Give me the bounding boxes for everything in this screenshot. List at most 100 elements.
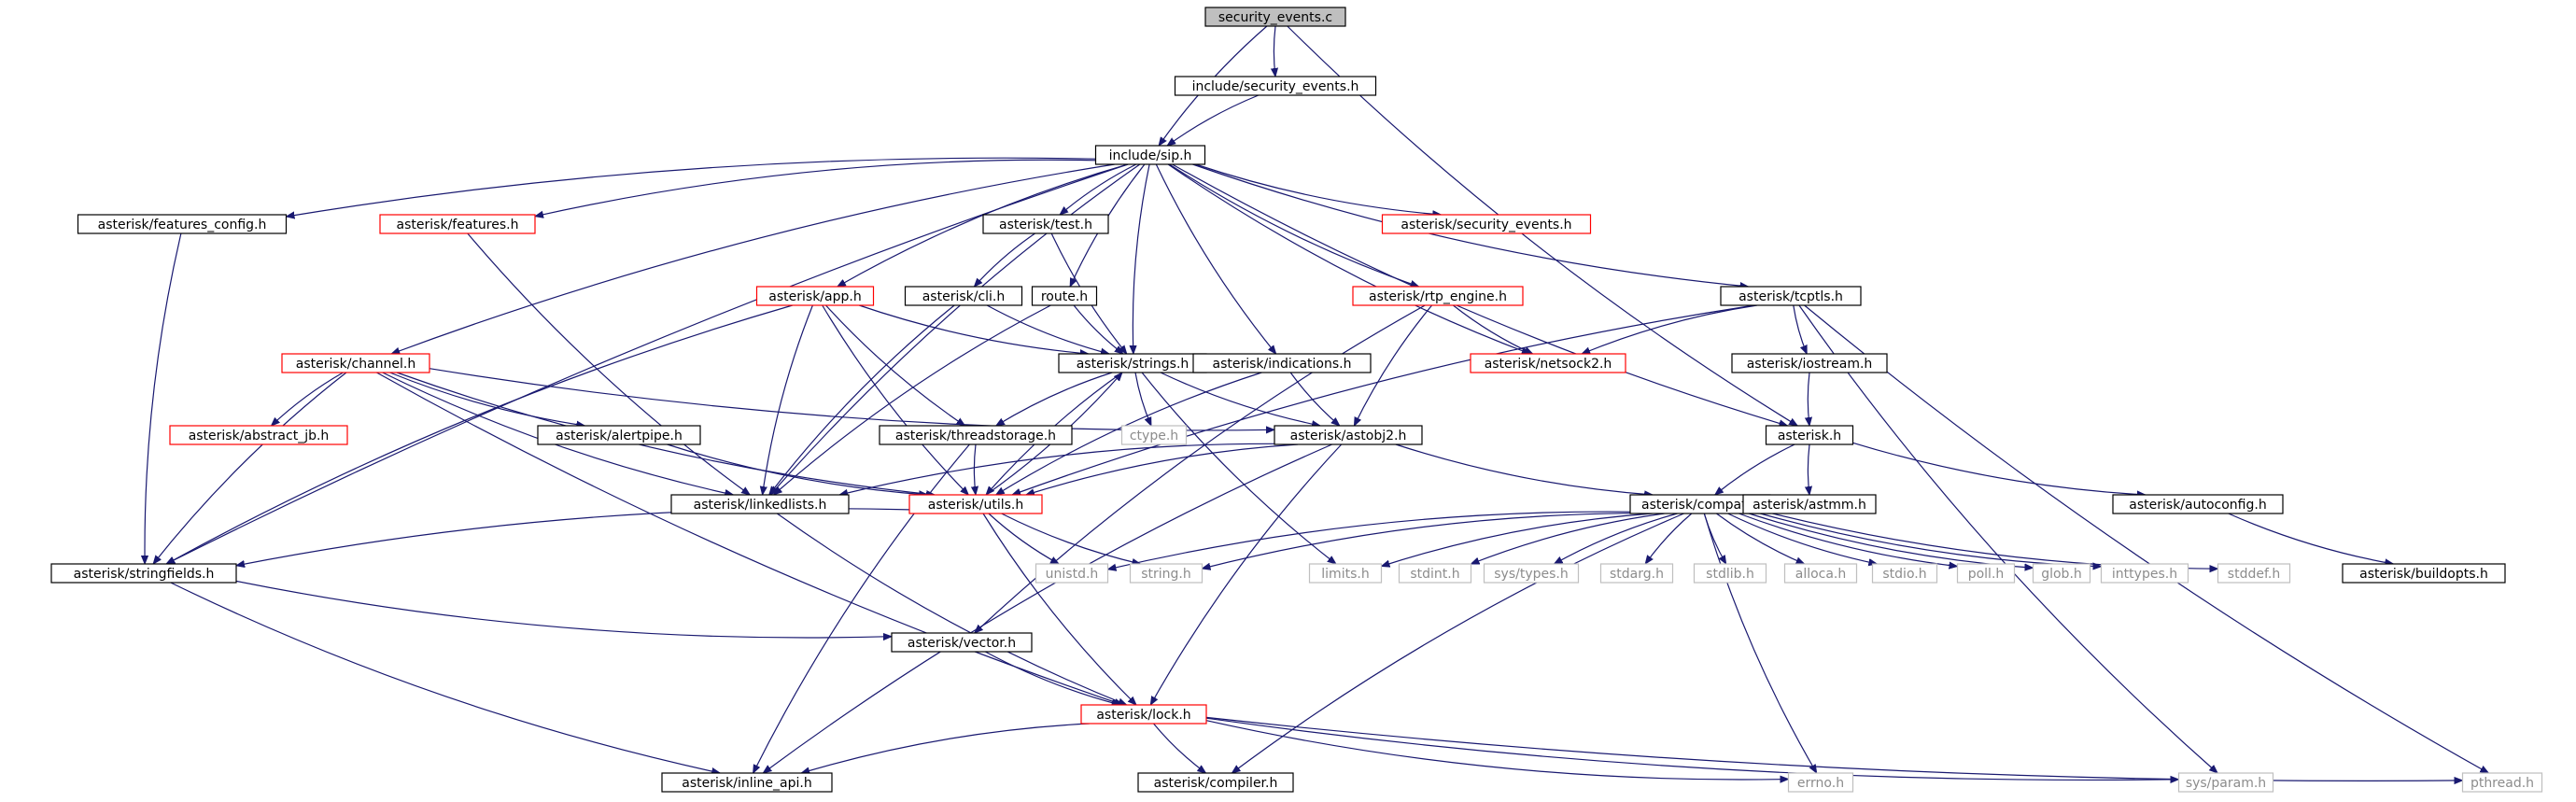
node-label: stdlib.h — [1706, 567, 1754, 582]
edge-utils_h-to-lock_h — [982, 513, 1136, 705]
node-rtp_engine_h[interactable]: asterisk/rtp_engine.h — [1352, 286, 1524, 306]
node-label: asterisk/app.h — [768, 289, 861, 304]
node-box — [1956, 563, 2016, 584]
node-box — [1381, 214, 1592, 234]
node-box — [1871, 563, 1938, 584]
node-route_h[interactable]: route.h — [1031, 286, 1098, 306]
node-string_h: string.h — [1129, 563, 1204, 584]
edge-app_h-to-stringfields_h — [166, 304, 793, 564]
edge-astobj2_h-to-lock_h — [1150, 443, 1343, 705]
edge-lock_h-to-compiler_h — [1153, 723, 1206, 773]
edge-asterisk_h-to-astmm_h — [1808, 443, 1809, 495]
node-box — [1308, 563, 1383, 584]
edge-include_sip_h-to-tcptls_h — [1192, 163, 1748, 287]
node-box — [2100, 563, 2189, 584]
node-features_h[interactable]: asterisk/features.h — [379, 214, 536, 234]
node-stringfields_h[interactable]: asterisk/stringfields.h — [50, 563, 237, 584]
edge-lock_h-to-inline_api_h — [801, 723, 1090, 773]
node-poll_h: poll.h — [1956, 563, 2016, 584]
node-box — [2177, 772, 2274, 793]
node-box — [1483, 563, 1580, 584]
node-box — [1470, 353, 1626, 373]
node-box — [2032, 563, 2091, 584]
node-label: asterisk/autoconfig.h — [2129, 498, 2266, 513]
node-inline_api_h[interactable]: asterisk/inline_api.h — [661, 772, 833, 793]
edge-strings_h-to-limits_h — [1141, 372, 1336, 564]
node-label: asterisk/features.h — [397, 218, 519, 232]
node-astobj2_h[interactable]: asterisk/astobj2.h — [1274, 425, 1423, 445]
node-label: asterisk/threadstorage.h — [895, 429, 1056, 443]
edge-indications_h-to-astobj2_h — [1289, 372, 1340, 426]
edge-include_sip_h-to-features_h — [535, 159, 1096, 216]
node-label: asterisk/test.h — [999, 218, 1092, 232]
node-test_h[interactable]: asterisk/test.h — [982, 214, 1109, 234]
edge-compat_h-to-alloca_h — [1716, 513, 1804, 565]
node-label: unistd.h — [1046, 567, 1099, 582]
node-stddef_h: stddef.h — [2217, 563, 2291, 584]
node-label: asterisk/cli.h — [922, 289, 1006, 304]
node-app_h[interactable]: asterisk/app.h — [755, 286, 875, 306]
node-iostream_h[interactable]: asterisk/iostream.h — [1731, 353, 1888, 373]
edge-route_h-to-linkedlists_h — [774, 304, 1051, 495]
node-label: stddef.h — [2228, 567, 2280, 582]
node-ast_security_events_h[interactable]: asterisk/security_events.h — [1381, 214, 1592, 234]
node-utils_h[interactable]: asterisk/utils.h — [908, 494, 1043, 514]
node-box — [1035, 563, 1109, 584]
edge-tcptls_h-to-utils_h — [1012, 304, 1754, 495]
edge-lock_h-to-pthread_h — [1205, 716, 2463, 781]
edge-features_h-to-linkedlists_h — [467, 232, 750, 495]
node-label: asterisk/netsock2.h — [1485, 357, 1612, 372]
node-features_config_h[interactable]: asterisk/features_config.h — [77, 214, 288, 234]
node-alertpipe_h[interactable]: asterisk/alertpipe.h — [537, 425, 701, 445]
node-threadstorage_h[interactable]: asterisk/threadstorage.h — [879, 425, 1073, 445]
node-compiler_h[interactable]: asterisk/compiler.h — [1137, 772, 1294, 793]
node-linkedlists_h[interactable]: asterisk/linkedlists.h — [670, 494, 850, 514]
edge-compat_h-to-stdio_h — [1727, 513, 1878, 564]
edge-strings_h-to-threadstorage_h — [996, 372, 1113, 426]
node-strings_h[interactable]: asterisk/strings.h — [1058, 353, 1207, 373]
edge-astobj2_h-to-inline_api_h — [763, 443, 1332, 773]
edge-utils_h-to-unistd_h — [988, 513, 1059, 564]
node-label: asterisk/rtp_engine.h — [1369, 289, 1507, 304]
node-box — [1693, 563, 1767, 584]
node-vector_h[interactable]: asterisk/vector.h — [891, 632, 1033, 653]
edge-tcptls_h-to-iostream_h — [1793, 304, 1808, 354]
edge-compat_h-to-stddef_h — [1769, 512, 2218, 569]
node-ctype_h: ctype.h — [1120, 425, 1188, 445]
edge-compat_h-to-stdlib_h — [1703, 513, 1725, 564]
node-box — [1352, 286, 1524, 306]
node-astmm_h[interactable]: asterisk/astmm.h — [1742, 494, 1877, 514]
node-unistd_h: unistd.h — [1035, 563, 1109, 584]
edge-include_sip_h-to-test_h — [1060, 163, 1137, 215]
node-include_sip_h[interactable]: include/sip.h — [1094, 145, 1206, 165]
edge-channel_h-to-stringfields_h — [153, 372, 347, 564]
node-label: asterisk.h — [1778, 429, 1841, 443]
edge-channel_h-to-utils_h — [396, 372, 935, 495]
node-include_security_events_h[interactable]: include/security_events.h — [1174, 76, 1377, 96]
node-netsock2_h[interactable]: asterisk/netsock2.h — [1470, 353, 1626, 373]
edge-compat_h-to-limits_h — [1382, 513, 1653, 567]
node-cli_h[interactable]: asterisk/cli.h — [904, 286, 1023, 306]
node-box — [908, 494, 1043, 514]
node-buildopts_h[interactable]: asterisk/buildopts.h — [2342, 563, 2506, 584]
node-stdio_h: stdio.h — [1871, 563, 1938, 584]
node-tcptls_h[interactable]: asterisk/tcptls.h — [1720, 286, 1862, 306]
node-box — [1094, 145, 1206, 165]
edge-asterisk_h-to-compat_h — [1715, 443, 1795, 495]
node-abstract_jb_h[interactable]: asterisk/abstract_jb.h — [169, 425, 348, 445]
node-compat_h[interactable]: asterisk/compat.h — [1629, 494, 1771, 514]
node-indications_h[interactable]: asterisk/indications.h — [1192, 353, 1372, 373]
node-label: asterisk/inline_api.h — [682, 776, 811, 791]
edge-compat_h-to-stdarg_h — [1645, 513, 1693, 564]
node-box — [1174, 76, 1377, 96]
edge-compat_h-to-inttypes_h — [1760, 513, 2101, 567]
edge-app_h-to-linkedlists_h — [763, 304, 813, 495]
node-label: asterisk/vector.h — [908, 636, 1016, 651]
node-label: asterisk/tcptls.h — [1738, 289, 1843, 304]
node-channel_h[interactable]: asterisk/channel.h — [281, 353, 430, 373]
node-lock_h[interactable]: asterisk/lock.h — [1080, 704, 1207, 725]
node-security_events_c[interactable]: security_events.c — [1204, 7, 1346, 27]
node-autoconfig_h[interactable]: asterisk/autoconfig.h — [2112, 494, 2284, 514]
edge-alertpipe_h-to-utils_h — [667, 443, 928, 495]
node-asterisk_h[interactable]: asterisk.h — [1765, 425, 1854, 445]
